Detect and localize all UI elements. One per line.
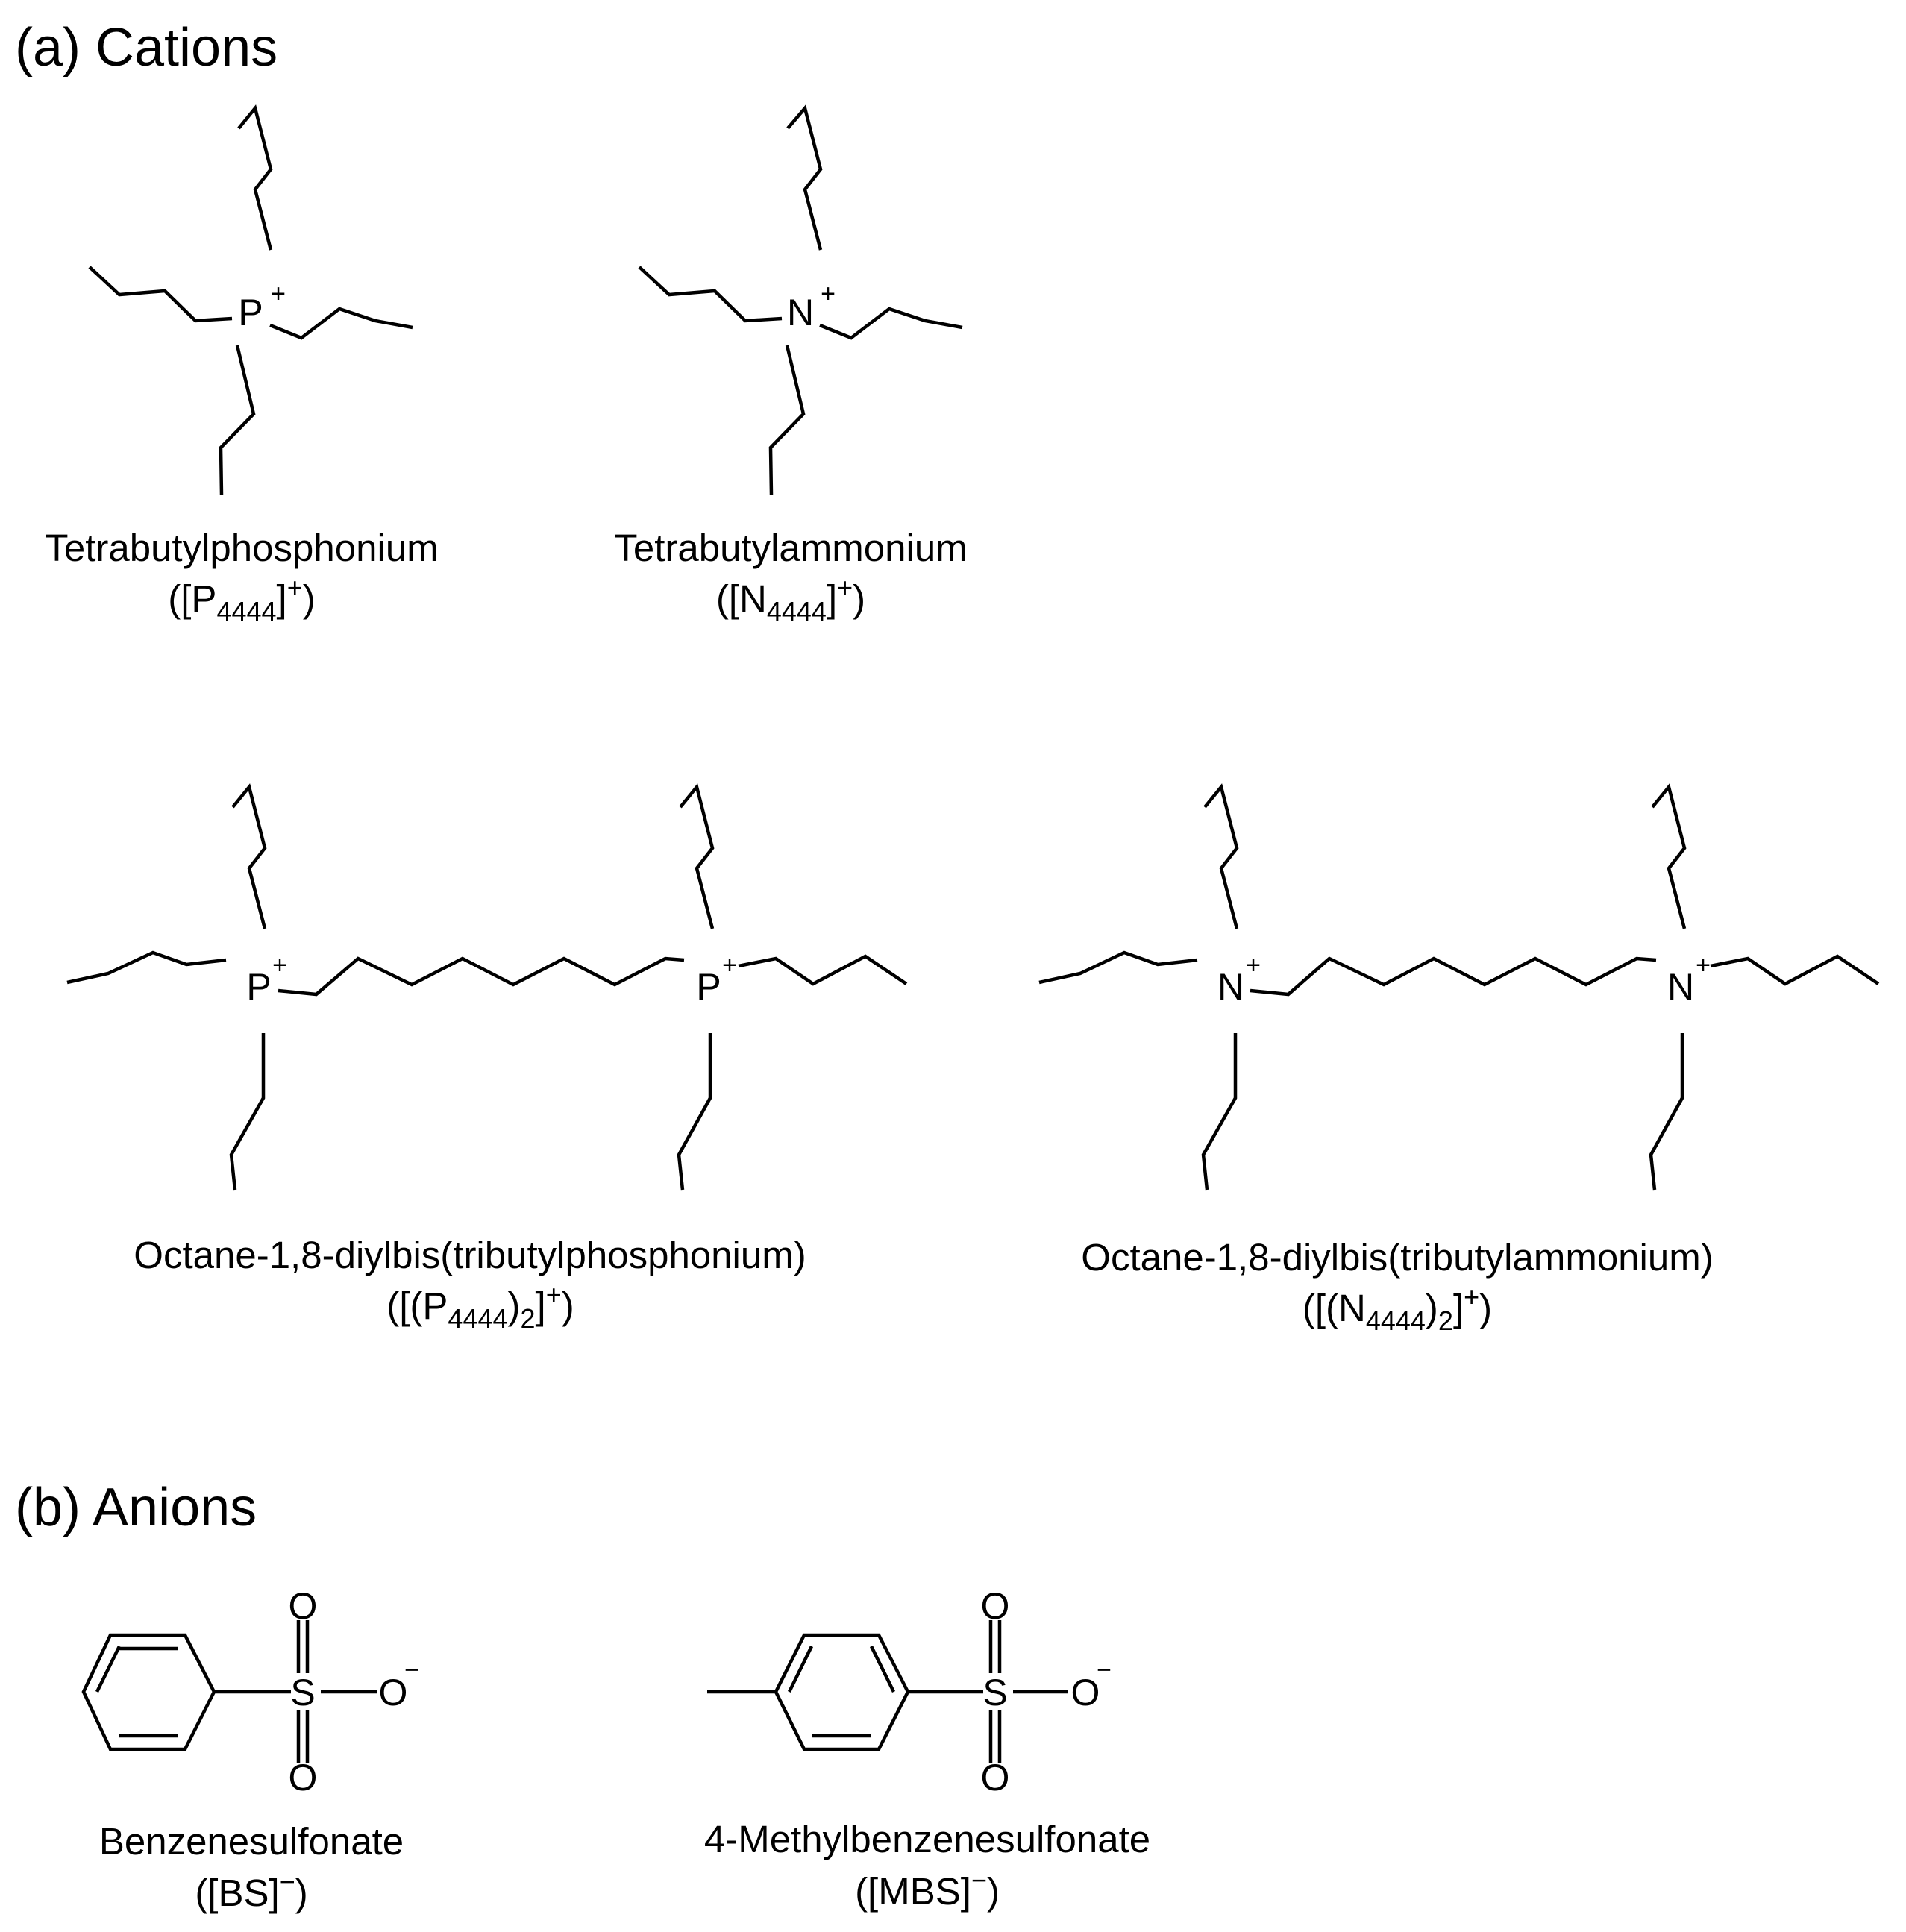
right-butyl-chain-down [677,1033,712,1191]
butyl-chain-up [237,104,273,251]
anions-heading: (b) Anions [15,1478,257,1537]
positive-charge-right: + [1696,951,1711,979]
anion-name-1: Benzenesulfonate [99,1820,404,1863]
cation-name-1: Tetrabutylphosphonium [45,527,438,569]
positive-charge-right: + [722,951,737,979]
cation-abbr-3: ([(P4444)2]+) [386,1279,574,1334]
bis-phosphonium-structure: P + P + [66,783,908,1191]
nitrogen-atom: N [787,292,814,333]
sulfur-atom: S [982,1672,1007,1713]
positive-charge-left: + [1246,951,1261,979]
cation-abbr-2: ([N4444]+) [716,572,865,627]
butyl-chain-right [819,307,963,340]
nitrogen-atom-left: N [1217,966,1244,1008]
oxygen-atom-top: O [289,1585,318,1627]
oxygen-atom-anionic: O [1071,1672,1100,1713]
anion-name-2: 4-Methylbenzenesulfonate [704,1818,1150,1860]
oxygen-atom-bottom: O [289,1757,318,1798]
anion-abbr-2: ([MBS]−) [855,1865,1000,1913]
octane-linker [1250,956,1657,997]
cation-abbr-4: ([(N4444)2]+) [1302,1282,1492,1336]
right-butyl-chain-right [738,954,908,986]
oxygen-atom-bottom: O [981,1757,1010,1798]
ring-double-bond [95,1646,122,1693]
sulfur-atom: S [290,1672,315,1713]
left-butyl-chain-left [1038,950,1198,985]
right-butyl-chain-up [1651,783,1687,929]
butyl-chain-right [269,307,413,340]
cation-name-4: Octane-1,8-diylbis(tributylammonium) [1081,1236,1713,1279]
cation-abbr-1: ([P4444]+) [168,572,315,627]
octane-linker [278,956,685,997]
butyl-chain-up [786,104,823,251]
oxygen-atom-anionic: O [379,1672,408,1713]
anion-abbr-1: ([BS]−) [195,1866,307,1914]
butyl-chain-down [768,345,806,495]
left-butyl-chain-left [66,950,227,985]
benzene-ring [774,1633,910,1751]
left-butyl-chain-down [229,1033,266,1191]
butyl-chain-left [638,266,783,323]
nitrogen-atom-right: N [1667,966,1694,1008]
oxygen-atom-top: O [981,1585,1010,1627]
bis-ammonium-structure: N + N + [1038,783,1880,1191]
ring-double-bond [869,1646,896,1693]
left-butyl-chain-up [1203,783,1239,929]
cation-name-3: Octane-1,8-diylbis(tributylphosphonium) [134,1234,806,1276]
cations-heading: (a) Cations [15,18,278,78]
tetrabutylphosphonium-structure: P + [88,104,413,495]
negative-charge: − [404,1656,419,1684]
benzene-ring [81,1633,216,1751]
left-butyl-chain-down [1201,1033,1238,1191]
positive-charge: + [271,280,286,308]
phosphorus-atom: P [238,292,263,333]
benzenesulfonate-structure: O S O O − [81,1585,419,1798]
butyl-chain-left [88,266,233,323]
butyl-chain-down [219,345,256,495]
positive-charge: + [821,280,836,308]
cation-name-2: Tetrabutylammonium [614,527,967,569]
left-butyl-chain-up [231,783,267,929]
right-butyl-chain-down [1649,1033,1684,1191]
right-butyl-chain-up [679,783,715,929]
right-butyl-chain-right [1710,954,1880,986]
positive-charge-left: + [272,951,287,979]
ring-double-bond [787,1646,814,1693]
phosphorus-atom-right: P [696,966,721,1008]
methylbenzenesulfonate-structure: O S O O − [707,1585,1112,1798]
tetrabutylammonium-structure: N + [638,104,963,495]
phosphorus-atom-left: P [246,966,271,1008]
negative-charge: − [1097,1656,1112,1684]
